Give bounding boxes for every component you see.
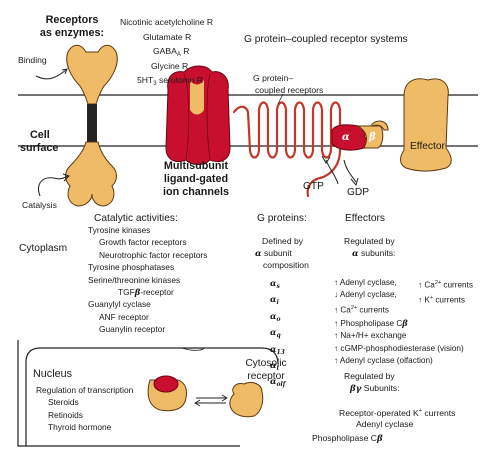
g-proteins-defined-3: composition [263, 260, 309, 270]
receptors-as-enzymes-label-2: as enzymes: [39, 27, 105, 39]
effectors-alpha-subunits: α subunits: [352, 248, 396, 259]
effector-protein [400, 78, 452, 172]
ion-channel-ligand-4: Glycine R [151, 61, 189, 71]
gtp-arrow [325, 159, 339, 185]
catalytic-item-4: Tyrosine phosphatases [88, 262, 175, 273]
receptors-as-enzymes-label: Receptors [45, 14, 99, 26]
effectors-regulated-by-2: Regulated by [344, 371, 395, 381]
effector-current-2: ↑ K+ currents [418, 295, 465, 305]
g-protein-subunit-list: αs αi αo αq α13 αt αolf [270, 277, 285, 392]
ion-channel [165, 65, 231, 165]
gpcr-label-1: G protein– [253, 73, 294, 83]
gpcr-label-2: coupled receptors [255, 85, 324, 95]
gtp-label: GTP [303, 181, 324, 192]
effector-alpha-5: ↑ Na+/H+ exchange [334, 331, 407, 341]
nucleus-top-border [25, 347, 279, 365]
nucleus-item-2: Steroids [48, 397, 79, 408]
g-proteins-defined-2: α subunit [255, 248, 292, 259]
effector-alpha-7: ↑ Adenyl cyclase (olfaction) [334, 356, 433, 366]
cell-label: Cell [30, 129, 50, 141]
catalytic-activities-title: Catalytic activities: [94, 213, 178, 224]
effector-alpha-4: ↑ Phospholipase Cβ [334, 317, 408, 328]
effectors-regulated-by: Regulated by [344, 236, 395, 246]
g-protein-alpha-subunit [331, 124, 368, 151]
effectors-currents-list: ↑ Ca2+ currents ↑ K+ currents [418, 277, 473, 307]
catalysis-label: Catalysis [22, 200, 57, 210]
effector-current-1: ↑ Ca2+ currents [418, 280, 473, 290]
effectors-betagamma-label: βγ Subunits: [350, 383, 400, 394]
g-protein-gamma-subunit [371, 120, 389, 131]
ion-channel-ligand-3: GABAA R [153, 46, 190, 58]
gpcr-label-leader [277, 93, 284, 105]
binding-arrow [35, 69, 67, 80]
cytoplasm-label: Cytoplasm [19, 243, 68, 254]
g-subunit-t: αt [270, 360, 280, 373]
g-subunit-i: αi [270, 294, 279, 307]
g-subunit-q: αq [270, 327, 281, 340]
effector-alpha-1: ↑ Adenyl cyclase, [334, 278, 397, 287]
effector-alpha-2: ↓ Adenyl cyclase, [334, 290, 397, 300]
g-proteins-defined-1: Defined by [262, 236, 304, 246]
gpcr-systems-title: G protein–coupled receptor systems [244, 34, 408, 45]
g-subunit-s: αs [270, 278, 280, 290]
effectors-title: Effectors [345, 213, 386, 224]
effector-label: Effector [410, 141, 445, 152]
catalytic-item-2: Growth factor receptors [99, 237, 187, 248]
ion-channel-title-1: Multisubunit [163, 160, 229, 172]
g-subunit-o: αo [270, 310, 281, 323]
gdp-label: GDP [347, 187, 370, 198]
gdp-arrow [343, 159, 357, 183]
catalytic-item-8: ANF receptor [99, 311, 149, 322]
nuclear-receptor-ligand [153, 375, 179, 393]
nucleus-outer-border [17, 340, 240, 447]
enzyme-receptor-catalytic-domain [65, 141, 117, 207]
cytosolic-receptor-label-1: Cytosolic [245, 358, 287, 369]
catalytic-item-6: TGFβ-receptor [118, 287, 174, 298]
catalytic-item-9: Guanylin receptor [99, 324, 166, 335]
ion-channel-ligand-5: 5HT3 serotonin R [137, 75, 203, 87]
g-protein-beta-subunit [356, 125, 384, 149]
nucleus-item-3: Retinoids [48, 409, 83, 420]
effectors-alpha-list: ↑ Adenyl cyclase, ↓ Adenyl cyclase, ↑ Ca… [334, 277, 464, 368]
binding-label: Binding [18, 55, 47, 65]
nucleus-item-1: Regulation of transcription [36, 385, 134, 395]
cytosolic-receptor [229, 381, 264, 418]
effector-alpha-6: ↑ cGMP-phosphodiesterase (vision) [334, 343, 464, 353]
g-subunit-olf: αolf [270, 376, 286, 389]
catalytic-activities-list: Tyrosine kinases Growth factor receptors… [88, 224, 207, 336]
ion-channel-title-2: ligand-gated [163, 173, 229, 185]
catalytic-item-3: Neurotrophic factor receptors [99, 249, 208, 260]
catalytic-item-5: Serine/threonine kinases [88, 274, 181, 285]
betagamma-effector-2: Adenyl cyclase [356, 419, 414, 429]
nucleus-item-4: Thyroid hormone [48, 422, 112, 433]
transmembrane-segment [87, 104, 97, 142]
catalytic-item-1: Tyrosine kinases [88, 225, 151, 235]
beta-subunit-label: β [369, 132, 376, 143]
cytosolic-receptor-label-2: receptor [247, 371, 285, 382]
catalysis-arrow [38, 175, 69, 197]
ion-channel-ligand-1: Nicotinic acetylcholine R [120, 17, 214, 27]
effector-alpha-3: ↑ Ca2+ currents [334, 304, 389, 315]
alpha-subunit-label: α [342, 132, 350, 143]
g-subunit-13: α13 [270, 343, 285, 356]
surface-label: surface [20, 142, 59, 154]
gpcr-serpentine [232, 101, 342, 198]
betagamma-effector-3: Phospholipase Cβ [312, 433, 383, 444]
catalytic-item-7: Guanylyl cyclase [88, 299, 151, 310]
ion-channel-title-3: ion channels [163, 186, 229, 198]
nucleus-label: Nucleus [33, 368, 73, 380]
betagamma-effector-1: Receptor-operated K+ currents [339, 407, 456, 418]
nucleus-list: Regulation of transcription Steroids Ret… [36, 384, 133, 434]
g-proteins-title: G proteins: [257, 213, 307, 224]
ion-channel-pore [190, 80, 204, 115]
ion-channel-ligand-2: Glutamate R [143, 32, 192, 42]
